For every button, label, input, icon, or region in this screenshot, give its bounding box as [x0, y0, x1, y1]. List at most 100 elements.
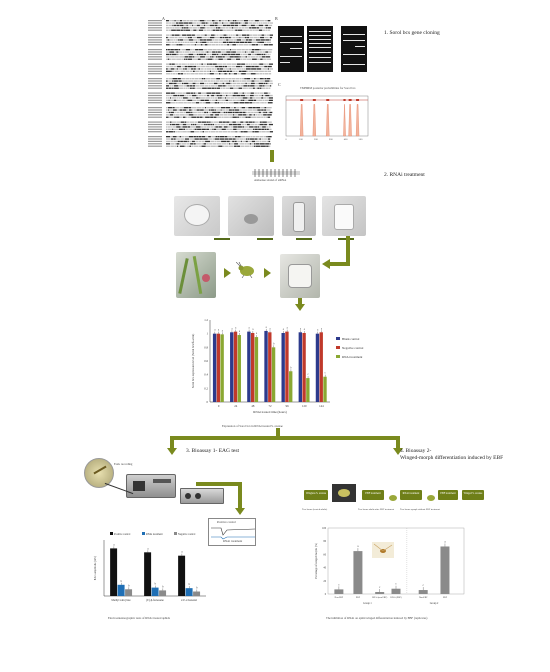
panel-c-letter: C [278, 82, 281, 87]
expr-sig-letter: a [222, 329, 224, 332]
eag-x-tick: Methyl salicylate [111, 599, 131, 602]
flow-arrow [346, 236, 350, 264]
panel-b-gels: B [275, 16, 370, 78]
eag-sig-letter: a [147, 547, 149, 550]
photo-vial [322, 196, 366, 236]
expr-legend-swatch [336, 337, 340, 340]
expr-x-tick: 0 [218, 404, 220, 408]
wing-group-label: Group 1 [363, 602, 372, 605]
expr-y-tick: 0.4 [204, 373, 208, 377]
tmhmm-topology-segment-1 [312, 99, 316, 101]
eag-sig-letter: b [128, 584, 130, 587]
expr-bar [233, 331, 238, 402]
eag-apparatus: EAG recording [84, 458, 234, 524]
step-4-label-1: 4. Bioassay 2- [400, 448, 432, 454]
expression-caption: Expression of Sorol bcs in RNAi treated … [222, 424, 283, 428]
dsrna-caption: Antisense strand of siRNA [254, 178, 287, 182]
expr-y-tick: 1.2 [204, 318, 208, 322]
gel-2 [307, 26, 333, 72]
expr-x-label: RNAi treated time (hours) [253, 410, 287, 414]
eag-apparatus-label: EAG recording [114, 462, 133, 466]
expr-sig-letter: a [317, 329, 319, 332]
wing-sig-letter: c [423, 584, 425, 587]
expr-bar [289, 371, 293, 402]
panel-c-tmhmm: C TMHMM posterior probabilities for Soro… [278, 82, 373, 146]
expr-bar [237, 335, 241, 402]
flow-arrow [170, 436, 174, 450]
wing-x-tick: Non-EBF [419, 597, 428, 599]
wing-y-tick: 20 [323, 580, 326, 583]
tmhmm-peak-4 [348, 104, 352, 137]
flow-arrow [170, 436, 400, 440]
wing-sig-letter: a [444, 540, 446, 543]
flow-box-5: Winged S. avenae [462, 490, 484, 500]
expr-sig-letter: a [287, 327, 289, 330]
step-1-label: 1. Sorol bcs gene cloning [384, 30, 440, 36]
eag-sig-letter: b [189, 583, 191, 586]
tmhmm-peak-2 [326, 104, 330, 137]
panel-a-alignment: A [148, 16, 273, 151]
wing-x-tick: RNAi (non EBF) [372, 596, 387, 599]
eag-y-label: EAG amplitude (mV) [94, 556, 97, 580]
eag-sig-letter: b [155, 583, 157, 586]
tmhmm-x-tick: 500 [359, 138, 364, 141]
flow-arrow [196, 482, 240, 486]
expr-bar [230, 332, 234, 402]
expr-sig-letter: c [325, 372, 327, 375]
expr-sig-letter: a [283, 328, 285, 331]
eag-sig-letter: b [162, 585, 164, 588]
expr-y-tick: 0 [207, 400, 209, 404]
wing-bar [391, 588, 401, 594]
expr-sig-letter: b [273, 342, 275, 345]
eag-sig-letter: a [181, 551, 183, 554]
expr-x-tick: 24 [234, 404, 238, 408]
wing-bar [418, 590, 428, 594]
tmhmm-x-tick: 100 [299, 138, 304, 141]
eag-legend-label: Negative control [178, 533, 196, 536]
flow-arrow [224, 268, 231, 278]
expr-y-tick: 0.6 [204, 359, 208, 363]
expr-bar [281, 332, 285, 402]
tmhmm-topology-segment-3 [343, 99, 346, 101]
tmhmm-topology-segment-4 [348, 99, 352, 101]
eag-bar [151, 587, 159, 596]
tmhmm-x-tick: 300 [329, 138, 334, 141]
expr-x-tick: 48 [251, 404, 255, 408]
expr-y-label: Sorol bcs expression level (Sorol bcs/ß-… [191, 334, 195, 389]
eag-sig-letter: b [121, 580, 123, 583]
photo-tube [282, 196, 316, 236]
wing-sig-letter: c [338, 583, 340, 586]
expr-bar [298, 332, 302, 402]
expr-x-tick: 72 [269, 404, 273, 408]
expr-sig-letter: a [239, 330, 241, 333]
flow-arrow [396, 436, 400, 450]
expr-y-tick: 1 [207, 332, 209, 336]
wing-sig-letter: c [395, 583, 397, 586]
wing-bar [353, 551, 363, 594]
flow-note-3: Two hours nymph without EBF treatment [400, 508, 440, 511]
step-3-label: 3. Bioassay 1- EAG test [186, 448, 240, 454]
eag-trace-box: Positive control RNAi treatment [208, 518, 256, 546]
flow-box-3: RNAi treatment [400, 490, 422, 500]
expr-sig-letter: a [249, 327, 251, 330]
aphid-photo [332, 484, 356, 502]
expr-x-tick: 96 [286, 404, 290, 408]
expr-x-tick: 144 [319, 404, 324, 408]
flow-arrow [276, 428, 280, 438]
eag-bar [110, 548, 118, 596]
eag-amplifier [180, 488, 224, 504]
expr-bar [306, 378, 310, 402]
step-2-label: 2. RNAi treatment [384, 172, 425, 178]
eag-x-tick: (E)-β-farnesene [146, 599, 164, 602]
flow-box-2: EBF treatment [362, 490, 384, 500]
photo-feeding-chamber [280, 254, 320, 298]
expr-legend-swatch [336, 346, 340, 349]
expr-bar [285, 331, 289, 402]
flow-box-1: Wingless S. avenae [304, 490, 328, 500]
eag-legend-swatch [110, 532, 113, 535]
expr-bar [315, 333, 320, 402]
eag-caption: Electroantennographic tests of RNAi trea… [108, 616, 170, 620]
panel-b-letter: B [275, 16, 278, 21]
